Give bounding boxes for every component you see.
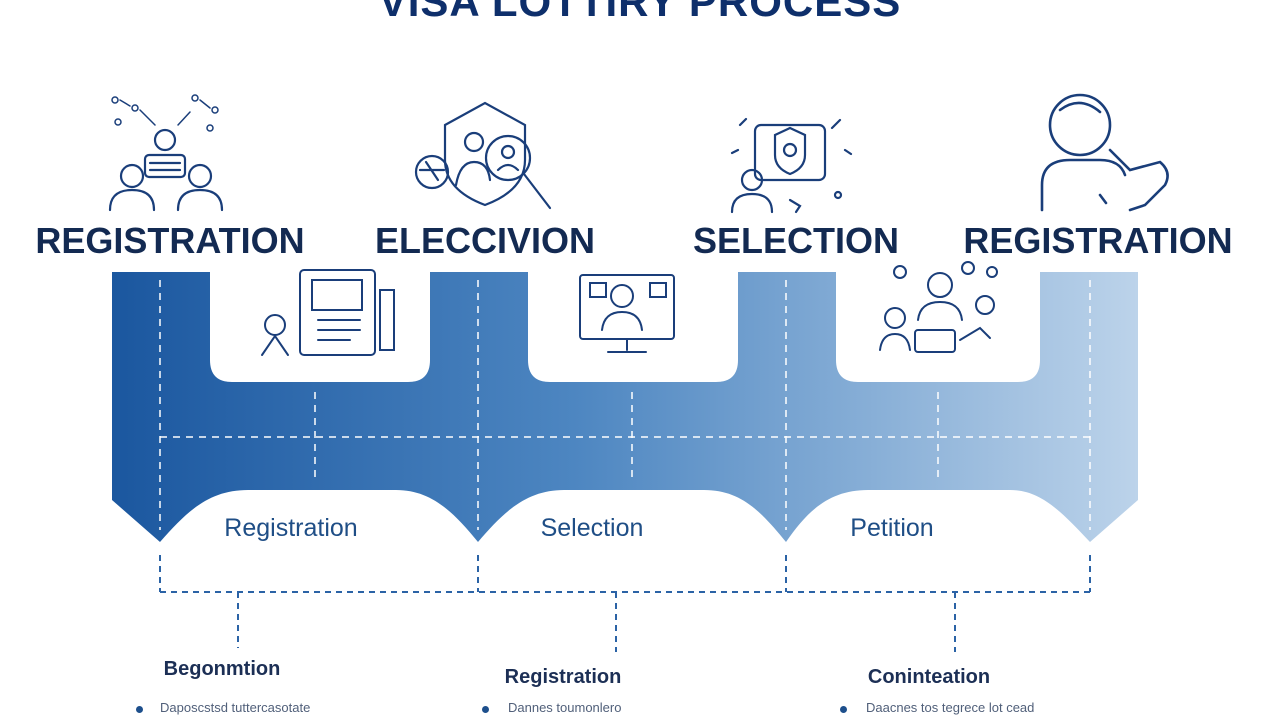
band-label-registration: Registration — [224, 514, 358, 542]
step-title-3: SELECTION — [692, 220, 900, 261]
sub-step-title-2: Registration — [504, 666, 622, 688]
diagram-title: VISA LOTTIRY PROCESS — [378, 0, 902, 25]
step-title-2: ELECCIVION — [374, 220, 596, 261]
monitor-person-icon — [579, 274, 675, 353]
bullet-dot — [482, 706, 489, 713]
bullet-dot — [840, 706, 847, 713]
sub-step-desc-1: Daposcstsd tuttercasotate — [160, 700, 311, 715]
band-label-selection: Selection — [540, 514, 644, 542]
team-collaboration-icon — [879, 261, 998, 353]
sub-step-desc-3: Daacnes tos tegrece lot cead — [866, 700, 1035, 715]
person-thinking-icon — [1040, 93, 1169, 212]
step-title-4: REGISTRATION — [963, 220, 1233, 261]
band-shape — [112, 272, 1138, 542]
bullet-dot — [136, 706, 143, 713]
sub-step-title-3: Coninteation — [867, 666, 991, 688]
document-stack-icon — [261, 269, 395, 356]
badge-person-icon — [730, 117, 853, 214]
sub-step-desc-2: Dannes toumonlero — [508, 700, 622, 715]
step-title-1: REGISTRATION — [35, 220, 305, 261]
shield-magnifier-icon — [414, 101, 552, 210]
users-network-icon — [108, 94, 224, 212]
band-label-petition: Petition — [850, 514, 934, 542]
sub-step-title-1: Begonmtion — [163, 658, 281, 680]
